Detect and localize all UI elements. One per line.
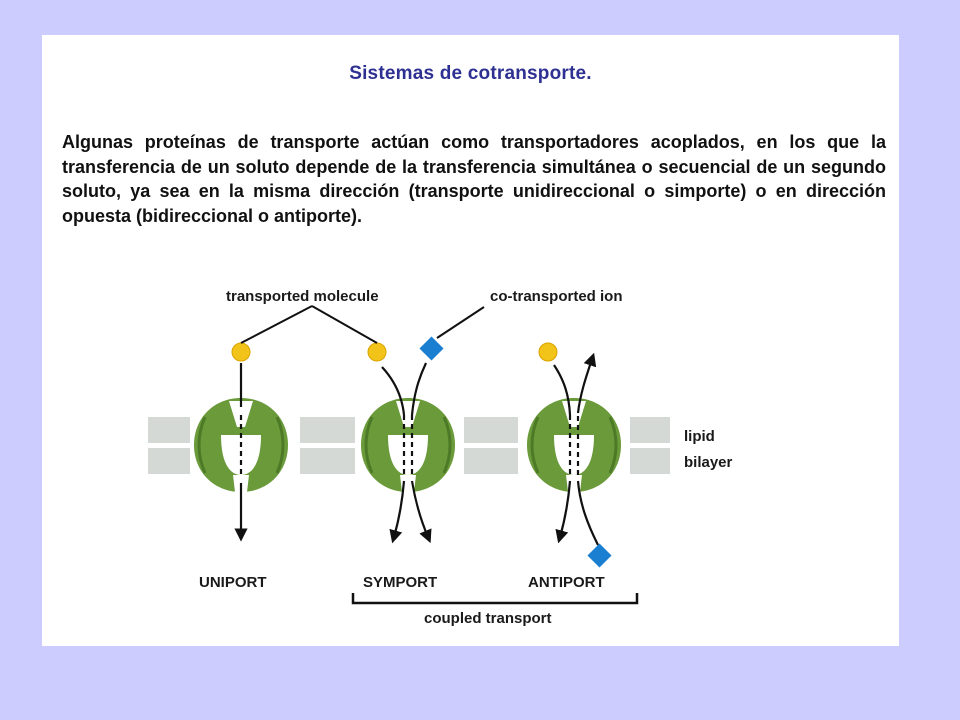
antiport-pathway [553,352,599,546]
label-co-transported-ion: co-transported ion [490,288,623,305]
label-uniport: UNIPORT [199,574,267,591]
transported-molecule-icon [538,342,558,362]
label-leaders [240,305,485,344]
label-antiport: ANTIPORT [528,574,605,591]
co-transported-ion-icon [587,543,612,568]
transported-molecule-icon [231,342,251,362]
slide: Sistemas de cotransporte. Algunas proteí… [42,35,899,646]
lipid-bilayer [148,417,670,474]
co-transported-ion-icon [419,336,444,361]
label-transported-molecule: transported molecule [226,288,379,305]
label-lipid: lipid [684,428,715,445]
symport-protein [359,396,457,494]
slide-paragraph: Algunas proteínas de transporte actúan c… [62,132,886,226]
label-coupled-transport: coupled transport [424,610,552,627]
cotransport-diagram: transported molecule co-transported ion … [148,288,733,627]
label-bilayer: bilayer [684,454,733,471]
coupled-transport-bracket [351,593,639,605]
symport-pathway [381,362,432,544]
label-symport: SYMPORT [363,574,437,591]
antiport-protein [525,396,623,494]
slide-title: Sistemas de cotransporte. [349,63,592,84]
transported-molecule-icon [367,342,387,362]
